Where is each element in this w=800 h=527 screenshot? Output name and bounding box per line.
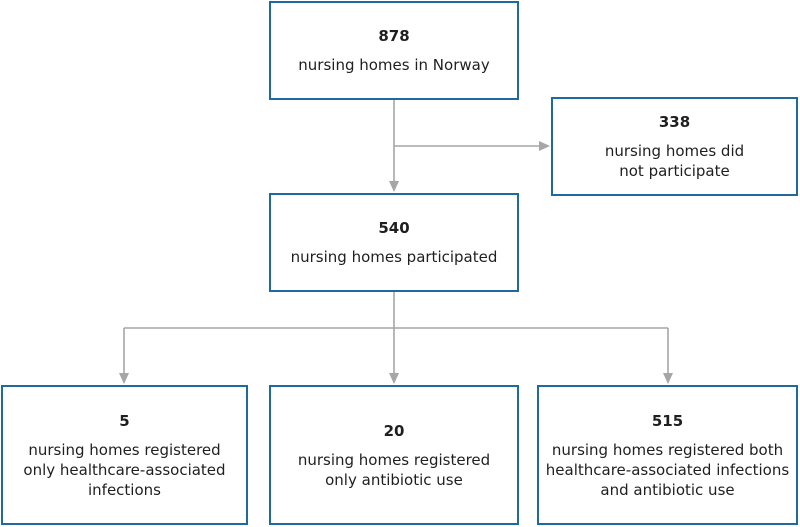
node-label: nursing homes participated [290,248,498,266]
node-count: 5 [119,411,130,430]
arrowhead-to-not-participated [539,141,550,151]
node-label: nursing homes registered only antibiotic… [297,450,491,489]
node-not-participated: 338 nursing homes did not participate [551,97,798,196]
node-label: nursing homes registered both healthcare… [545,440,790,499]
node-count: 878 [378,27,410,45]
node-only-hai: 5 nursing homes registered only healthca… [1,385,248,525]
arrowhead-to-only-hai [119,373,129,384]
node-participated: 540 nursing homes participated [269,193,519,292]
arrowhead-to-both [663,373,673,384]
arrowhead-to-participated [389,181,399,192]
node-both: 515 nursing homes registered both health… [537,385,798,525]
node-count: 338 [658,113,691,131]
node-only-antibiotic: 20 nursing homes registered only antibio… [269,385,519,525]
node-total-nursing-homes: 878 nursing homes in Norway [269,1,519,100]
arrowhead-to-only-antibiotic [389,373,399,384]
node-label: nursing homes did not participate [604,142,745,180]
node-label: nursing homes registered only healthcare… [23,440,226,499]
node-label: nursing homes in Norway [298,56,490,74]
node-count: 20 [383,421,405,440]
node-count: 540 [378,219,410,237]
node-count: 515 [651,411,684,430]
